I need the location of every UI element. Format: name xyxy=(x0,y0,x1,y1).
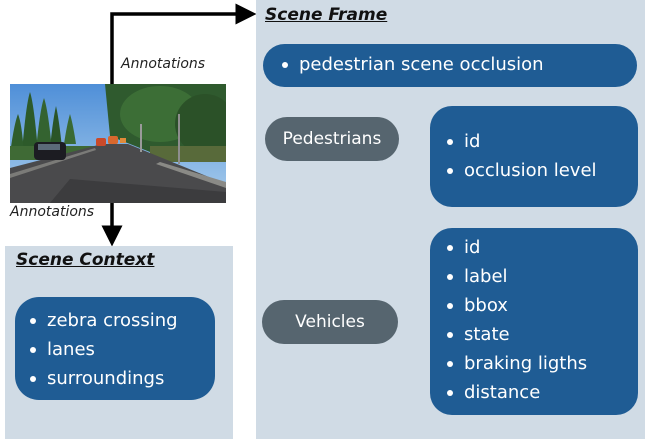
context-item: zebra crossing xyxy=(25,306,215,335)
scene-item-pill: pedestrian scene occlusion xyxy=(263,44,637,87)
annotations-label-bottom: Annotations xyxy=(10,204,95,220)
scene-item: pedestrian scene occlusion xyxy=(277,50,637,79)
street-scene-image xyxy=(10,84,226,203)
vehicle-attributes-pill: id label bbox state braking ligths dista… xyxy=(430,228,638,415)
scene-context-items-pill: zebra crossing lanes surroundings xyxy=(15,297,215,400)
vehicle-attribute: id xyxy=(442,233,638,262)
vehicle-attribute: label xyxy=(442,262,638,291)
vehicle-attribute: bbox xyxy=(442,291,638,320)
pedestrian-attribute: occlusion level xyxy=(442,156,638,185)
arrow-to-scene-frame xyxy=(110,3,257,84)
context-item: surroundings xyxy=(25,364,215,393)
pedestrians-chip: Pedestrians xyxy=(265,117,399,161)
vehicle-attribute: state xyxy=(442,320,638,349)
vehicles-chip: Vehicles xyxy=(262,300,398,344)
annotations-label-top: Annotations xyxy=(121,56,206,72)
scene-context-title: Scene Context xyxy=(16,250,155,270)
vehicle-attribute: braking ligths xyxy=(442,349,638,378)
vehicle-attribute: distance xyxy=(442,378,638,407)
context-item: lanes xyxy=(25,335,215,364)
scene-frame-title: Scene Frame xyxy=(265,5,388,25)
pedestrian-attribute: id xyxy=(442,127,638,156)
pedestrian-attributes-pill: id occlusion level xyxy=(430,106,638,207)
